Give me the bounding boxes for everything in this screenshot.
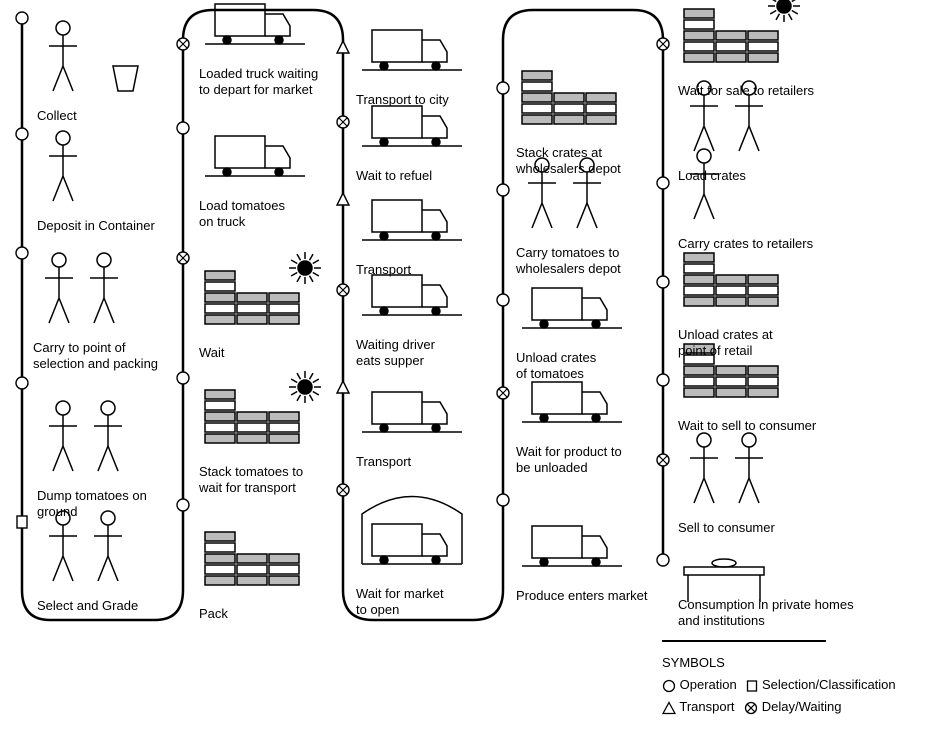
operation-symbol-icon xyxy=(656,275,670,289)
person-illustration xyxy=(690,148,718,220)
step-label: Sell to consumer xyxy=(678,520,775,535)
step-label: Collect xyxy=(37,108,77,123)
legend-delay: Delay/Waiting xyxy=(761,699,842,714)
crates-illustration xyxy=(683,343,779,398)
step-label: Wait for product to be unloaded xyxy=(516,444,622,475)
truck-illustration xyxy=(205,135,305,177)
selection-symbol-icon xyxy=(16,515,28,529)
truck-illustration xyxy=(522,287,622,329)
step-label: Carry crates to retailers xyxy=(678,236,814,251)
delay-symbol-icon xyxy=(656,453,670,467)
operation-symbol-icon xyxy=(656,553,670,567)
step-label: Carry to point of selection and packing xyxy=(33,340,159,371)
delay-symbol-icon xyxy=(336,115,350,129)
step-label: Stack tomatoes to wait for transport xyxy=(199,464,304,495)
transport-symbol-icon xyxy=(335,39,351,54)
crates-sun-illustration xyxy=(204,371,321,444)
step-label: Pack xyxy=(199,606,228,621)
step-label: Dump tomatoes on ground xyxy=(37,488,147,519)
gate-truck-illustration xyxy=(361,495,463,565)
step-label: Loaded truck waiting to depart for marke… xyxy=(199,66,319,97)
delay-symbol-icon xyxy=(176,37,190,51)
two-people-illustration xyxy=(528,157,601,229)
transport-symbol-icon xyxy=(335,379,351,394)
step-label: Stack crates at wholesalers depot xyxy=(516,145,621,176)
person-bucket-illustration xyxy=(49,20,139,92)
operation-symbol-icon xyxy=(496,293,510,307)
crates-illustration xyxy=(683,252,779,307)
step-label: Waiting driver eats supper xyxy=(356,337,435,368)
crates-illustration xyxy=(204,531,300,586)
transport-symbol-icon xyxy=(335,191,351,206)
step-label: Consumption in private homes and institu… xyxy=(678,597,854,628)
delay-symbol-icon xyxy=(336,283,350,297)
step-label: Transport xyxy=(356,454,412,469)
delay-symbol-icon xyxy=(336,483,350,497)
step-label: Wait for sale to retailers xyxy=(678,83,815,98)
step-label: Deposit in Container xyxy=(37,218,155,233)
operation-symbol-icon xyxy=(15,11,29,25)
legend-transport: Transport xyxy=(679,699,735,714)
step-label: Wait for market to open xyxy=(356,586,444,617)
table-illustration xyxy=(683,558,765,602)
delay-crossed-circle-icon xyxy=(745,701,758,714)
crates-sun-illustration xyxy=(683,0,800,63)
operation-symbol-icon xyxy=(496,81,510,95)
step-label: Wait xyxy=(199,345,225,360)
truck-illustration xyxy=(362,105,462,147)
legend-selection: Selection/Classification xyxy=(761,677,896,692)
two-people-illustration xyxy=(690,80,763,152)
step-label: Carry tomatoes to wholesalers depot xyxy=(516,245,621,276)
step-label: Select and Grade xyxy=(37,598,139,613)
selection-square-icon xyxy=(747,679,758,692)
operation-circle-icon xyxy=(662,679,676,692)
truck-illustration xyxy=(522,381,622,423)
delay-symbol-icon xyxy=(656,37,670,51)
two-people-illustration xyxy=(49,510,122,582)
operation-symbol-icon xyxy=(15,376,29,390)
crates-illustration xyxy=(521,70,617,125)
operation-symbol-icon xyxy=(496,493,510,507)
step-label: Wait to refuel xyxy=(356,168,433,183)
truck-illustration xyxy=(362,199,462,241)
two-people-illustration xyxy=(690,432,763,504)
operation-symbol-icon xyxy=(496,183,510,197)
step-label: Transport xyxy=(356,262,412,277)
truck-illustration xyxy=(362,274,462,316)
legend-operation: Operation xyxy=(679,677,737,692)
operation-symbol-icon xyxy=(176,121,190,135)
two-people-illustration xyxy=(45,252,118,324)
truck-illustration xyxy=(362,29,462,71)
step-label: Load tomatoes on truck xyxy=(199,198,286,229)
step-label: Unload crates at point of retail xyxy=(678,327,773,358)
transport-triangle-icon xyxy=(662,700,676,714)
operation-symbol-icon xyxy=(176,498,190,512)
step-label: Produce enters market xyxy=(516,588,648,603)
step-label: Load crates xyxy=(678,168,746,183)
truck-illustration xyxy=(522,525,622,567)
operation-symbol-icon xyxy=(15,127,29,141)
operation-symbol-icon xyxy=(656,373,670,387)
delay-symbol-icon xyxy=(176,251,190,265)
crates-sun-illustration xyxy=(204,252,321,325)
person-illustration xyxy=(49,130,77,202)
step-label: Wait to sell to consumer xyxy=(678,418,817,433)
step-label: Unload crates of tomatoes xyxy=(516,350,597,381)
delay-symbol-icon xyxy=(496,386,510,400)
step-label: Transport to city xyxy=(356,92,449,107)
operation-symbol-icon xyxy=(176,371,190,385)
truck-illustration xyxy=(205,3,305,45)
operation-symbol-icon xyxy=(15,246,29,260)
two-people-illustration xyxy=(49,400,122,472)
legend-title: SYMBOLS xyxy=(662,655,725,670)
truck-illustration xyxy=(362,391,462,433)
operation-symbol-icon xyxy=(656,176,670,190)
symbols-legend: SYMBOLS Operation Selection/Classificati… xyxy=(662,652,902,718)
